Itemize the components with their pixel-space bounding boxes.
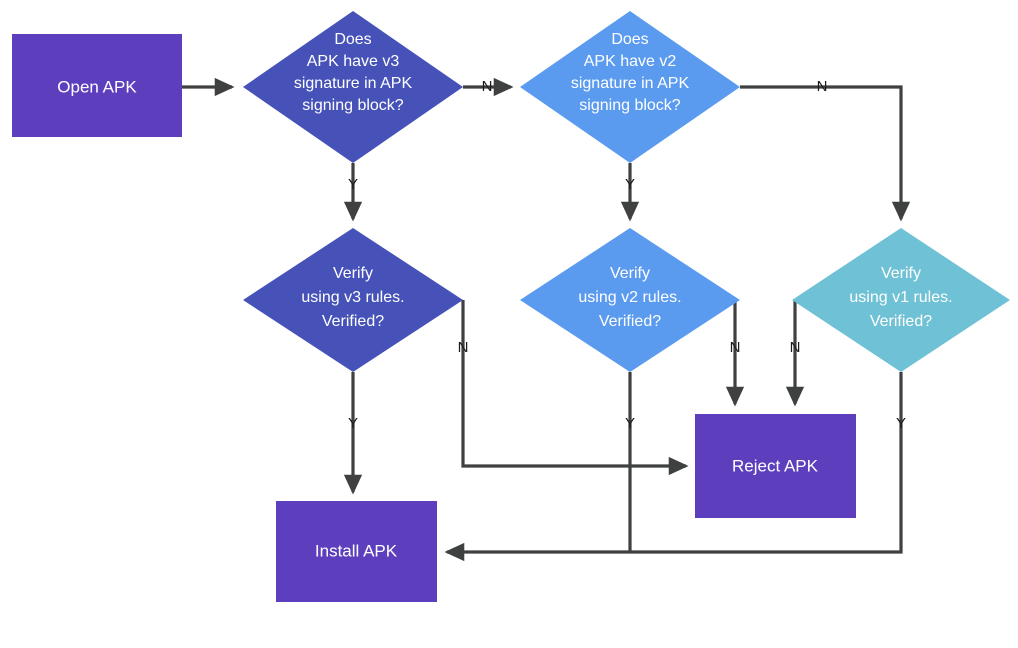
node-has-v2-signature[interactable]: Does APK have v2 signature in APK signin… xyxy=(520,11,740,163)
reject-apk-shape xyxy=(695,414,856,518)
edge-hasv3-yes-to-verifyv3: Y xyxy=(343,163,363,222)
node-open-apk[interactable]: Open APK xyxy=(12,34,182,137)
verify-v1-shape xyxy=(792,228,1010,372)
has-v3-shape xyxy=(243,11,463,163)
edge-verifyv3-no-to-reject: N xyxy=(458,300,689,476)
edge-hasv2-yes-to-verifyv2: Y xyxy=(620,163,640,222)
edge-label-verifyv3-yes: Y xyxy=(348,415,358,432)
edge-label-hasv3-yes: Y xyxy=(348,176,358,193)
edge-label-hasv2-no: N xyxy=(817,78,828,95)
edge-label-hasv3-no: N xyxy=(482,78,493,95)
edge-label-verifyv1-yes: Y xyxy=(896,415,906,432)
verify-v3-shape xyxy=(243,228,463,372)
edge-verifyv2-yes-to-install: Y xyxy=(625,372,635,552)
edge-verifyv1-no-to-reject: N xyxy=(785,300,805,407)
edge-verifyv1-yes-to-install: Y xyxy=(444,372,906,562)
edge-label-verifyv2-no: N xyxy=(730,339,741,356)
verify-v2-shape xyxy=(520,228,740,372)
edge-label-hasv2-yes: Y xyxy=(625,176,635,193)
edge-label-verifyv3-no: N xyxy=(458,339,469,356)
node-has-v3-signature[interactable]: Does APK have v3 signature in APK signin… xyxy=(243,11,463,163)
has-v2-shape xyxy=(520,11,740,163)
open-apk-shape xyxy=(12,34,182,137)
edge-hasv3-no-to-hasv2: N xyxy=(463,77,514,97)
node-verify-v3-rules[interactable]: Verify using v3 rules. Verified? xyxy=(243,228,463,372)
node-verify-v2-rules[interactable]: Verify using v2 rules. Verified? xyxy=(520,228,740,372)
edge-hasv2-no-to-verifyv1: N xyxy=(740,78,911,222)
edge-label-verifyv2-yes: Y xyxy=(625,415,635,432)
node-reject-apk[interactable]: Reject APK xyxy=(695,414,856,518)
node-verify-v1-rules[interactable]: Verify using v1 rules. Verified? xyxy=(792,228,1010,372)
node-install-apk[interactable]: Install APK xyxy=(276,501,437,602)
edge-verifyv3-yes-to-install: Y xyxy=(343,372,363,495)
edge-verifyv2-no-to-reject: N xyxy=(725,300,745,407)
install-apk-shape xyxy=(276,501,437,602)
edge-label-verifyv1-no: N xyxy=(790,339,801,356)
